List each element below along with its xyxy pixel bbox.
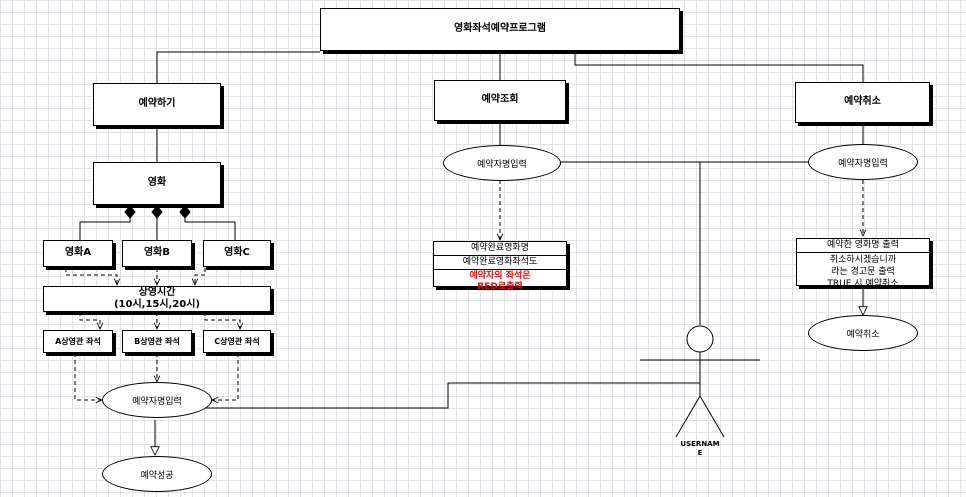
theater-a-node: A상영관 좌석 bbox=[43, 330, 113, 353]
actor-label-line1: USERNAM bbox=[680, 440, 720, 448]
lookup-highlight-line2: RED로출력 bbox=[477, 282, 523, 292]
theater-c-label: C상영관 좌석 bbox=[214, 336, 260, 346]
theater-c-node: C상영관 좌석 bbox=[203, 330, 271, 353]
cancel-result-node: 예약취소 bbox=[808, 315, 918, 351]
lookup-result-node: 예약완료영화명 예약완료영화좌석도 예약자의 좌석은 RED로출력 bbox=[433, 241, 567, 292]
theater-b-node: B상영관 좌석 bbox=[122, 330, 192, 353]
cancel-info-title: 예약한 영화명 출력 bbox=[797, 239, 929, 253]
cancel-warning-line1: 취소하시겠습니까 bbox=[829, 255, 897, 265]
cancel-name-input-label: 예약자명입력 bbox=[838, 158, 888, 169]
movie-b-label: 영화B bbox=[143, 247, 171, 259]
cancel-info-node: 예약한 영화명 출력 취소하시겠습니까 라는 경고문 출력 TRUE 시 예약취… bbox=[796, 238, 930, 289]
showtime-title: 상영시간 bbox=[138, 286, 176, 298]
root-label: 영화좌석예약프로그램 bbox=[454, 23, 546, 35]
movie-a-label: 영화A bbox=[64, 247, 92, 259]
cancel-node: 예약취소 bbox=[795, 82, 930, 123]
showtime-node: 상영시간 (10시,15시,20시) bbox=[43, 286, 271, 312]
movie-label: 영화 bbox=[147, 177, 167, 189]
reserve-success-node: 예약성공 bbox=[102, 456, 212, 492]
theater-a-label: A상영관 좌석 bbox=[55, 336, 101, 346]
reserve-label: 예약하기 bbox=[138, 98, 176, 110]
actor-label: USERNAM E bbox=[665, 440, 735, 458]
reserve-node: 예약하기 bbox=[93, 83, 221, 126]
root-node: 영화좌석예약프로그램 bbox=[320, 8, 680, 51]
lookup-node: 예약조회 bbox=[434, 80, 566, 121]
reserve-name-input-label: 예약자명입력 bbox=[132, 396, 182, 407]
cancel-name-input-node: 예약자명입력 bbox=[808, 144, 918, 180]
lookup-result-seatmap: 예약완료영화좌석도 bbox=[434, 256, 566, 270]
lookup-name-input-node: 예약자명입력 bbox=[443, 145, 561, 181]
cancel-label: 예약취소 bbox=[844, 96, 881, 108]
cancel-result-label: 예약취소 bbox=[846, 329, 880, 340]
theater-b-label: B상영관 좌석 bbox=[134, 336, 180, 346]
cancel-warning-line2: 라는 경고문 출력 bbox=[831, 267, 895, 277]
lookup-name-input-label: 예약자명입력 bbox=[477, 159, 527, 170]
movie-a-node: 영화A bbox=[43, 240, 113, 267]
movie-node: 영화 bbox=[93, 162, 221, 205]
cancel-warning-line3: TRUE 시 예약취소 bbox=[827, 279, 899, 289]
movie-c-label: 영화C bbox=[224, 247, 250, 259]
movie-c-node: 영화C bbox=[203, 240, 271, 267]
cancel-warning-note: 취소하시겠습니까 라는 경고문 출력 TRUE 시 예약취소 bbox=[797, 253, 929, 291]
showtime-times: (10시,15시,20시) bbox=[113, 299, 201, 310]
reserve-name-input-node: 예약자명입력 bbox=[102, 382, 212, 418]
actor-label-line2: E bbox=[697, 449, 703, 457]
reserve-success-label: 예약성공 bbox=[140, 470, 174, 481]
lookup-result-title: 예약완료영화명 bbox=[434, 242, 566, 256]
lookup-highlight-note: 예약자의 좌석은 RED로출력 bbox=[434, 270, 566, 293]
lookup-highlight-line1: 예약자의 좌석은 bbox=[469, 271, 531, 281]
lookup-label: 예약조회 bbox=[481, 94, 519, 106]
movie-b-node: 영화B bbox=[122, 240, 192, 267]
